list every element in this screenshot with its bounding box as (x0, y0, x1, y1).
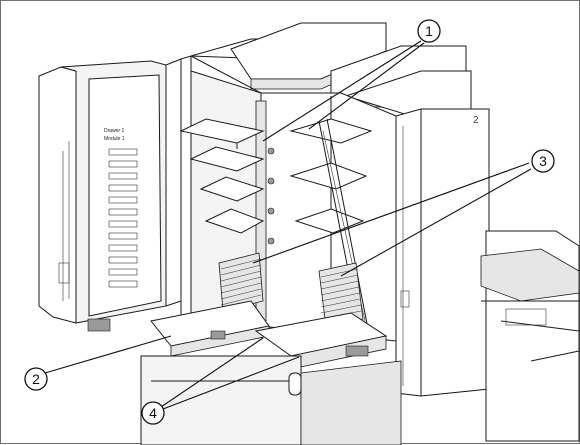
callout-2-label: 2 (32, 371, 40, 387)
callout-1-label: 1 (425, 23, 433, 39)
callout-3-label: 3 (539, 153, 547, 169)
left-door (39, 59, 181, 331)
adjacent-unit (481, 231, 579, 441)
door-label-line1: Drawer 1 (104, 128, 125, 134)
cabinet-number: 2 (473, 115, 479, 126)
callout-4: 4 (142, 402, 164, 424)
bottom-drawer-left (151, 301, 269, 356)
door-label-line2: Module 1 (104, 136, 125, 142)
callout-1: 1 (418, 20, 440, 42)
right-door (396, 109, 489, 396)
cabinet-base (141, 356, 401, 445)
callout-4-label: 4 (149, 405, 157, 421)
callout-2: 2 (25, 368, 47, 390)
callout-3: 3 (532, 150, 554, 172)
